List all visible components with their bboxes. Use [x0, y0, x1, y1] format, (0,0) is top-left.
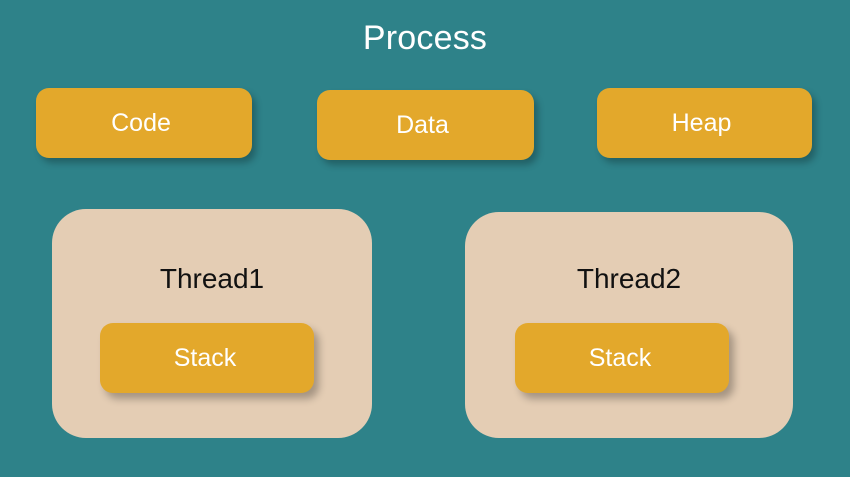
thread2-stack-label: Stack — [588, 344, 652, 372]
thread1-stack-label: Stack — [173, 344, 237, 372]
memory-segment-heap-label: Heap — [671, 109, 732, 137]
memory-segment-heap[interactable]: Heap — [597, 88, 812, 158]
thread2-stack-box[interactable]: Stack — [515, 323, 729, 393]
memory-segment-data[interactable]: Data — [317, 90, 534, 160]
thread1-stack-box[interactable]: Stack — [100, 323, 314, 393]
thread-panel-thread1[interactable]: Thread1 Stack — [52, 209, 372, 438]
thread-panel-thread2-title: Thread2 — [576, 263, 682, 294]
memory-segment-data-label: Data — [396, 111, 449, 139]
thread-panel-thread1-title: Thread1 — [159, 263, 265, 294]
thread-panel-thread2[interactable]: Thread2 Stack — [465, 212, 793, 438]
memory-segment-code[interactable]: Code — [36, 88, 252, 158]
page-title: Process — [362, 19, 488, 57]
memory-segment-code-label: Code — [111, 109, 171, 137]
